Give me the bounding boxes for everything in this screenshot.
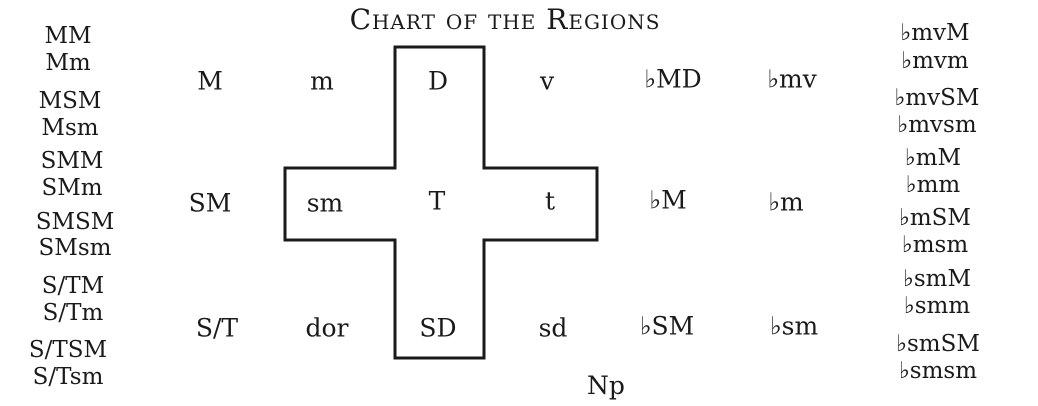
grid-cell-r2c2: sm xyxy=(306,188,344,218)
right-label-8: ♭msm xyxy=(901,232,969,258)
grid-cell-r2c5: ♭M xyxy=(649,185,687,215)
grid-cell-r1c1: M xyxy=(197,66,223,96)
right-label-10: ♭smm xyxy=(903,293,971,319)
grid-cell-r2c6: ♭m xyxy=(768,187,804,217)
grid-cell-r2c4: t xyxy=(544,186,556,216)
right-label-11: ♭smSM xyxy=(896,331,980,357)
right-label-9: ♭smM xyxy=(902,266,972,292)
right-label-4: ♭mvsm xyxy=(897,112,977,138)
left-label-6: SMm xyxy=(41,175,103,201)
grid-cell-r1c4: v xyxy=(539,66,555,96)
left-label-11: S/TSM xyxy=(28,337,108,363)
right-label-7: ♭mSM xyxy=(899,205,971,231)
bottom-label: Np xyxy=(587,371,625,400)
right-label-3: ♭mvSM xyxy=(894,85,980,111)
left-label-8: SMsm xyxy=(38,235,112,261)
grid-cell-r3c4: sd xyxy=(538,313,568,343)
left-label-1: MM xyxy=(44,23,92,49)
left-label-4: Msm xyxy=(41,115,99,141)
right-label-5: ♭mM xyxy=(904,145,962,171)
left-label-7: SMSM xyxy=(35,209,115,235)
grid-cell-r3c3: SD xyxy=(419,313,457,343)
left-label-9: S/TM xyxy=(41,273,105,299)
grid-cell-r1c3: D xyxy=(427,66,449,96)
cross-shape xyxy=(283,45,599,360)
grid-cell-r2c1: SM xyxy=(188,188,232,218)
right-label-12: ♭smsm xyxy=(898,358,978,384)
right-label-6: ♭mm xyxy=(905,172,961,198)
grid-cell-r3c2: dor xyxy=(305,313,349,343)
right-label-1: ♭mvM xyxy=(900,20,970,46)
left-label-3: MSM xyxy=(38,88,102,114)
left-label-12: S/Tsm xyxy=(32,364,104,390)
chart-title: Chart of the Regions xyxy=(349,3,661,36)
grid-cell-r3c6: ♭sm xyxy=(769,311,819,341)
grid-cell-r3c5: ♭SM xyxy=(639,311,695,341)
left-label-2: Mm xyxy=(45,50,91,76)
grid-cell-r1c6: ♭mv xyxy=(767,64,817,94)
grid-cell-r2c3: T xyxy=(428,186,446,216)
grid-cell-r1c2: m xyxy=(310,66,334,96)
grid-cell-r1c5: ♭MD xyxy=(644,64,702,94)
left-label-10: S/Tm xyxy=(42,300,104,326)
right-label-2: ♭mvm xyxy=(901,48,969,74)
left-label-5: SMM xyxy=(40,148,104,174)
grid-cell-r3c1: S/T xyxy=(195,313,239,343)
